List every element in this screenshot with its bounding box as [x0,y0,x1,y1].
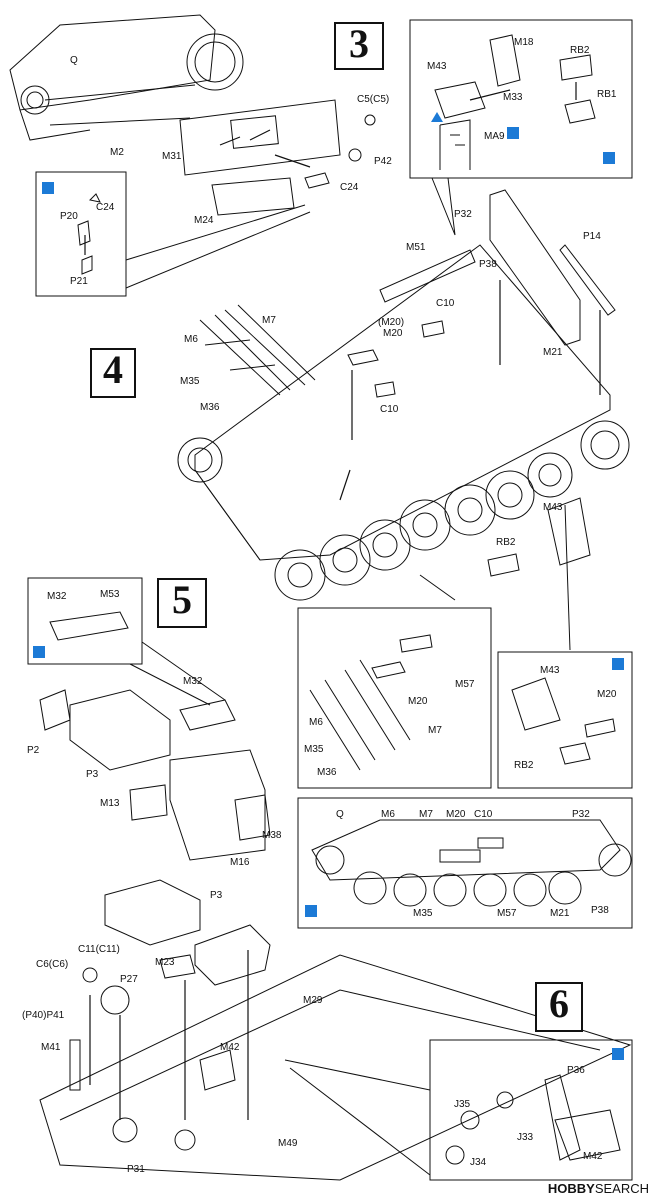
part-label: M7 [428,725,442,736]
part-label: M6 [184,334,198,345]
part-label: M49 [278,1138,298,1149]
step-number-3: 3 [334,22,384,70]
part-label: Q [70,55,78,66]
part-label: M43 [427,61,447,72]
part-label: J35 [454,1099,471,1110]
part-label: C6(C6) [36,959,69,970]
part-label: RB2 [570,45,590,56]
part-label: M57 [455,679,475,690]
part-label: P38 [591,905,609,916]
part-label: M18 [514,37,534,48]
part-label: P27 [120,974,138,985]
part-label: M29 [303,995,323,1006]
part-label: M42 [583,1151,603,1162]
brush-icon [612,658,624,670]
part-label: P32 [454,209,472,220]
brush-icon [305,905,317,917]
watermark-suffix: SEARCH [594,1181,649,1196]
part-label: M16 [230,857,250,868]
step-number-6: 6 [535,982,583,1032]
step3-detail-box [409,19,633,236]
part-label: M35 [413,908,433,919]
part-label: C11(C11) [78,944,120,955]
part-label: M35 [180,376,200,387]
part-label: M7 [262,315,276,326]
part-label: (M20) [378,317,405,328]
part-label: RB2 [496,537,516,548]
part-label: J33 [517,1132,534,1143]
step-number-4: 4 [90,348,136,398]
step5-assembly [27,577,271,861]
part-label: P20 [60,211,78,222]
part-label: M36 [317,767,337,778]
part-label: M20 [597,689,617,700]
part-label: M20 [408,696,428,707]
brush-icon [33,646,45,658]
part-label: M36 [200,402,220,413]
part-label: M32 [47,591,67,602]
part-label: M43 [543,502,563,513]
part-label: J34 [470,1157,487,1168]
part-label: M35 [304,744,324,755]
step3-assembly [9,14,376,297]
part-label: M31 [162,151,182,162]
watermark: HOBBYSEARCH [548,1181,649,1196]
part-label: P3 [210,890,223,901]
brush-icon [612,1048,624,1060]
part-label: M24 [194,215,214,226]
part-label: M33 [503,92,523,103]
part-label: P42 [374,156,392,167]
part-label: M41 [41,1042,61,1053]
part-label: M21 [550,908,570,919]
part-label: M57 [497,908,517,919]
part-label: M53 [100,589,120,600]
paint-icons [33,112,624,1060]
part-label: M7 [419,809,433,820]
step4-detail-boxes [297,607,633,929]
part-label: (P40)P41 [22,1010,65,1021]
step4-hull [177,189,630,651]
part-label: M13 [100,798,120,809]
watermark-brand: HOBBY [547,1181,595,1196]
part-label: M32 [183,676,203,687]
part-label: M6 [381,809,395,820]
part-label: P14 [583,231,601,242]
part-label: M20 [446,809,466,820]
step6-assembly [39,879,633,1181]
part-label: RB1 [597,89,617,100]
part-label: C24 [340,182,359,193]
part-label: C24 [96,202,115,213]
part-label: M6 [309,717,323,728]
part-label: P32 [572,809,590,820]
part-label: M38 [262,830,282,841]
part-label: M2 [110,147,124,158]
part-label: M42 [220,1042,240,1053]
part-label: P3 [86,769,99,780]
paint-drop-icon [431,112,443,122]
part-label: C10 [436,298,455,309]
step-number-5: 5 [157,578,207,628]
part-label: M43 [540,665,560,676]
brush-icon [603,152,615,164]
paint-drop-icon [507,127,519,139]
part-label: C10 [380,404,399,415]
part-label: P31 [127,1164,145,1175]
part-label: M21 [543,347,563,358]
part-label: Q [336,809,344,820]
part-label: P38 [479,259,497,270]
part-label: M51 [406,242,426,253]
part-label: RB2 [514,760,534,771]
part-label: P36 [567,1065,585,1076]
part-label: C10 [474,809,493,820]
part-label: M23 [155,957,175,968]
part-label: M20 [383,328,403,339]
part-label: P2 [27,745,40,756]
part-label: C5(C5) [357,94,390,105]
part-label: MA9 [484,131,505,142]
brush-icon [42,182,54,194]
part-label: P21 [70,276,88,287]
